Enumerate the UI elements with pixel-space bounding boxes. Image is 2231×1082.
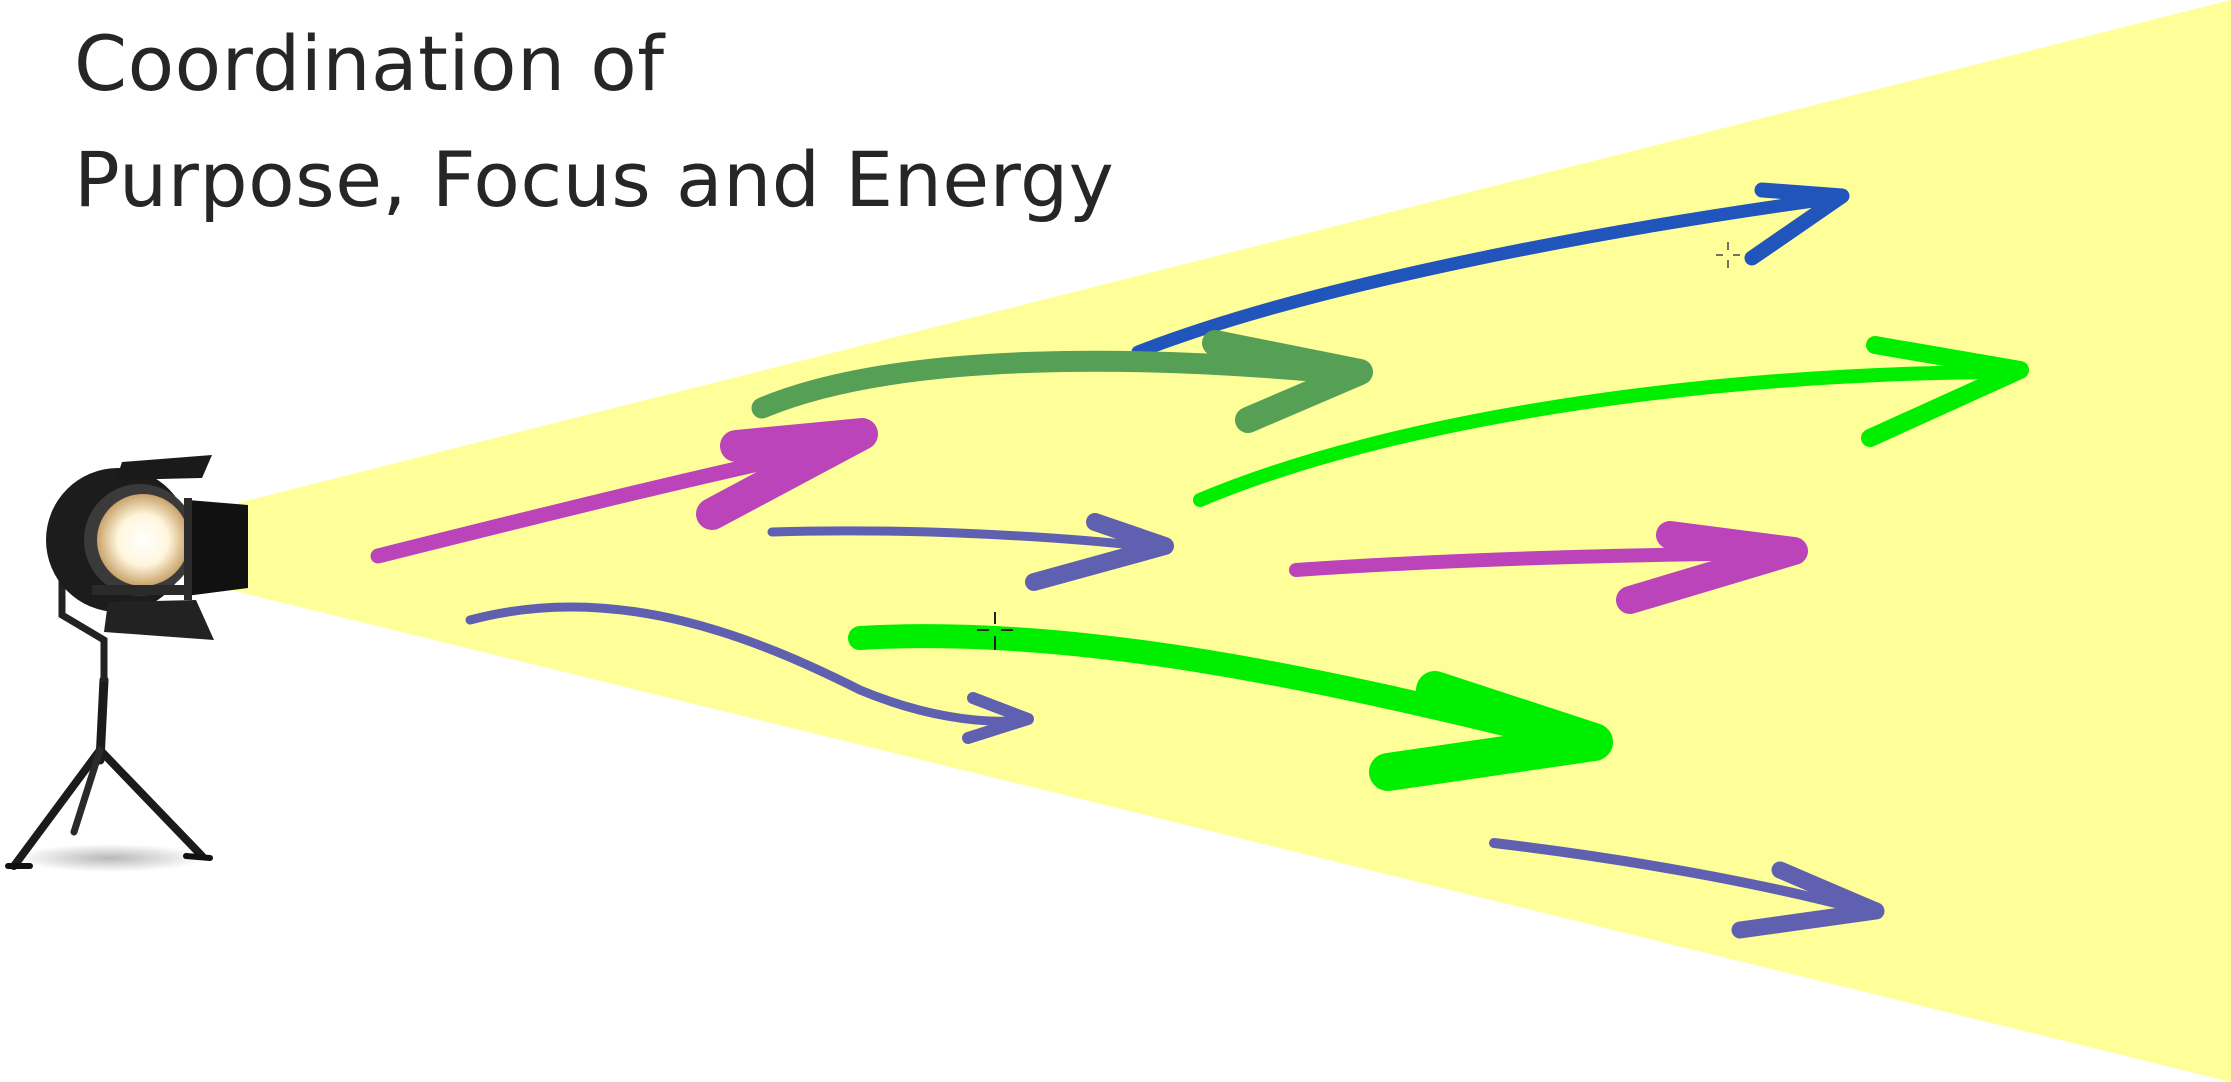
arrow-slate-bottom: [1489, 838, 1885, 939]
light-beam: [190, 0, 2231, 1082]
arrow-green-upper: [1193, 336, 2029, 507]
spotlight-icon: [5, 455, 248, 872]
arrow-blue-top: [1131, 182, 1850, 359]
arrow-green-big: [848, 624, 1613, 791]
arrow-slate-curve: [465, 602, 1034, 744]
arrow-magenta-right: [1289, 521, 1808, 614]
title-line-2: Purpose, Focus and Energy: [74, 135, 1115, 224]
arrow-dark-green: [751, 330, 1373, 433]
crosshair-cursor-icon: [1716, 242, 1740, 268]
title-line-1: Coordination of: [74, 19, 665, 108]
arrow-slate-middle: [767, 513, 1174, 591]
page-title: Coordination of Purpose, Focus and Energ…: [74, 6, 1114, 238]
arrow-magenta-left: [370, 418, 878, 564]
crosshair-cursor-icon: [977, 612, 1013, 650]
